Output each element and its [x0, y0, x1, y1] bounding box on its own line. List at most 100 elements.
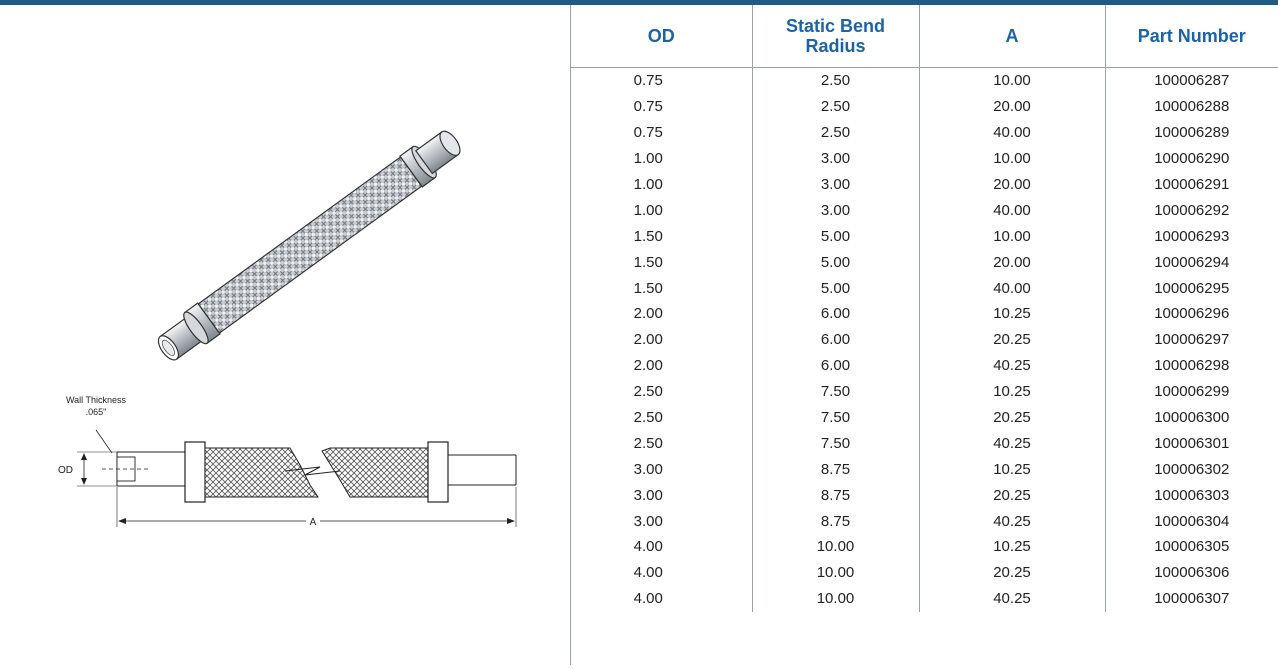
cell-od: 3.00: [633, 486, 663, 504]
cell-od: 1.00: [633, 150, 663, 168]
od-dimension-label: OD: [58, 465, 73, 476]
cell-a: 10.25: [918, 378, 1105, 405]
cell-a: 40.25: [918, 508, 1105, 535]
cell-a: 10.25: [918, 301, 1105, 327]
cell-static-bend-radius: 7.50: [751, 378, 919, 405]
cell-a: 20.00: [918, 171, 1105, 198]
cell-od: 0.75: [633, 124, 663, 142]
cell-od: 0.75: [633, 72, 663, 90]
table-header-row: OD Static Bend Radius A Part Number: [571, 5, 1278, 68]
cell-part-number: 100006291: [1104, 171, 1278, 198]
cell-a: 40.25: [918, 430, 1105, 457]
product-illustration-panel: Wall Thickness .065" OD: [0, 5, 570, 665]
panel-divider: [570, 5, 571, 665]
cell-part-number: 100006297: [1104, 326, 1278, 353]
column-header-part-number: Part Number: [1104, 5, 1278, 68]
cell-od: 3.00: [633, 460, 663, 478]
cell-a: 40.00: [918, 119, 1105, 146]
cell-part-number: 100006301: [1104, 430, 1278, 457]
cell-static-bend-radius: 3.00: [751, 197, 919, 224]
cell-od: 2.50: [633, 383, 663, 401]
cell-a: 20.25: [918, 326, 1105, 353]
cell-a: 40.25: [918, 352, 1105, 379]
cell-a: 10.00: [918, 145, 1105, 172]
top-accent-bar: [0, 0, 1278, 5]
connector-dimension-drawing: Wall Thickness .065" OD: [58, 395, 517, 528]
cell-od: 3.00: [633, 512, 663, 530]
cell-od: 1.50: [633, 227, 663, 245]
cell-part-number: 100006289: [1104, 119, 1278, 146]
cell-part-number: 100006303: [1104, 482, 1278, 509]
cell-part-number: 100006298: [1104, 352, 1278, 379]
column-header-od: OD: [571, 5, 752, 68]
cell-static-bend-radius: 6.00: [751, 352, 919, 379]
cell-part-number: 100006306: [1104, 559, 1278, 586]
cell-od: 1.50: [633, 279, 663, 297]
cell-part-number: 100006300: [1104, 404, 1278, 431]
cell-static-bend-radius: 10.00: [751, 534, 919, 560]
part-specification-table: OD Static Bend Radius A Part Number 0.75…: [571, 5, 1278, 612]
cell-part-number: 100006288: [1104, 93, 1278, 120]
cell-static-bend-radius: 2.50: [751, 119, 919, 146]
cell-a: 10.00: [918, 67, 1105, 94]
wall-thickness-value: .065": [86, 407, 107, 417]
cell-part-number: 100006295: [1104, 275, 1278, 302]
cell-static-bend-radius: 6.00: [751, 326, 919, 353]
cell-static-bend-radius: 7.50: [751, 430, 919, 457]
cell-a: 40.25: [918, 585, 1105, 612]
cell-static-bend-radius: 5.00: [751, 223, 919, 250]
cell-part-number: 100006293: [1104, 223, 1278, 250]
braided-connector-3d-view: [157, 130, 461, 361]
cell-part-number: 100006302: [1104, 456, 1278, 483]
cell-od: 1.00: [633, 176, 663, 193]
length-a-dimension-label: A: [310, 517, 317, 528]
cell-od: 2.00: [633, 357, 663, 375]
cell-od: 2.50: [633, 434, 663, 452]
cell-part-number: 100006290: [1104, 145, 1278, 172]
cell-static-bend-radius: 10.00: [751, 585, 919, 612]
cell-a: 10.25: [918, 456, 1105, 483]
cell-static-bend-radius: 3.00: [751, 171, 919, 198]
cell-static-bend-radius: 5.00: [751, 249, 919, 276]
column-header-static-bend-radius: Static Bend Radius: [751, 5, 919, 68]
cell-a: 10.25: [918, 534, 1105, 560]
wall-thickness-label: Wall Thickness: [66, 395, 127, 405]
cell-part-number: 100006292: [1104, 197, 1278, 224]
column-header-a: A: [918, 5, 1105, 68]
cell-part-number: 100006294: [1104, 249, 1278, 276]
cell-od: 0.75: [633, 98, 663, 116]
cell-static-bend-radius: 8.75: [751, 456, 919, 483]
cell-a: 20.00: [918, 93, 1105, 120]
cell-a: 40.00: [918, 275, 1105, 302]
cell-static-bend-radius: 3.00: [751, 145, 919, 172]
cell-a: 20.00: [918, 249, 1105, 276]
cell-od: 2.00: [633, 331, 663, 349]
cell-static-bend-radius: 2.50: [751, 67, 919, 94]
cell-static-bend-radius: 8.75: [751, 482, 919, 509]
cell-od: 2.50: [633, 409, 663, 427]
cell-od: 4.00: [633, 564, 663, 582]
product-drawings: Wall Thickness .065" OD: [58, 130, 517, 528]
